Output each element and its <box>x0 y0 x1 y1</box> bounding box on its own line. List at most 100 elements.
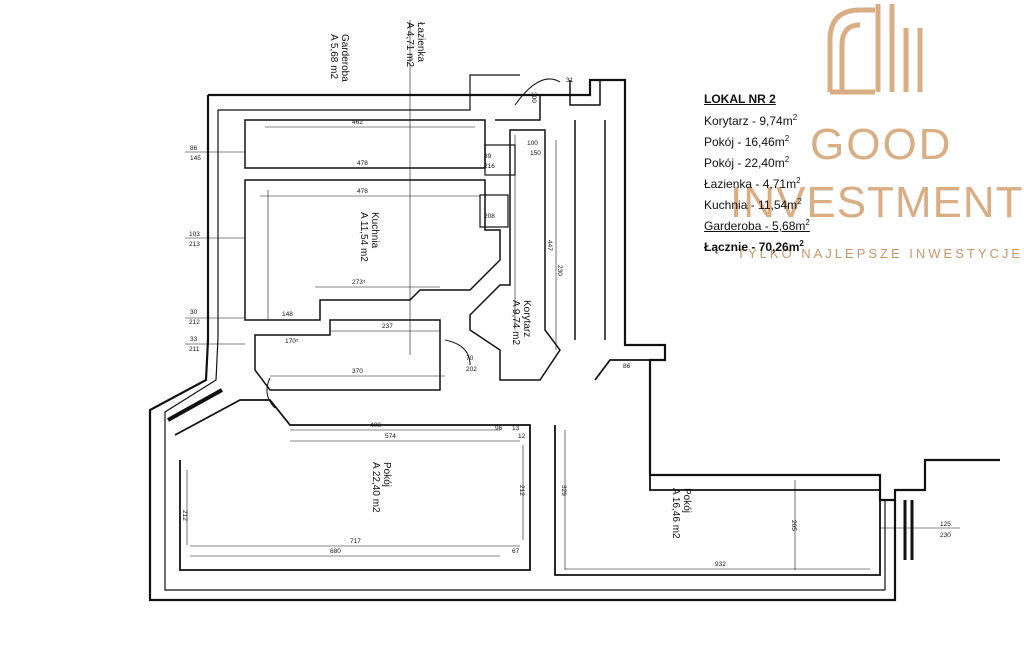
brand-word-investment: INVESTMENT <box>730 178 1024 227</box>
dim-329: 329 <box>560 485 567 496</box>
dim-31: 31 <box>566 77 574 84</box>
dim-212-right: 212 <box>518 485 525 496</box>
dim-33: 33 <box>190 336 198 343</box>
window-right <box>903 500 914 560</box>
dim-145: 145 <box>190 155 201 162</box>
dim-125: 125 <box>940 521 951 528</box>
dim-574: 574 <box>385 433 396 440</box>
room-name-garderoba: Garderoba <box>339 34 350 82</box>
lazienka-cell2 <box>479 194 509 228</box>
dim-12: 12 <box>518 433 526 440</box>
legend-total-label: Łącznie <box>704 240 749 254</box>
legend-row-sup: 2 <box>799 239 804 248</box>
dim-148: 148 <box>282 311 293 318</box>
room-label-pokoj-small: Pokój A 16,46 m2 <box>670 488 692 539</box>
dim-89: 89 <box>484 153 492 160</box>
brand-tagline: TYLKO NAJLEPSZE INWESTYCJE <box>737 246 1024 261</box>
room-area-kuchnia: A 11,54 m2 <box>358 212 369 262</box>
dim-70: 70 <box>466 355 474 362</box>
legend-row: Kuchnia - 11,54m2 <box>704 197 802 212</box>
room-name-kuchnia: Kuchnia <box>369 212 380 249</box>
outer-wall <box>148 95 1000 602</box>
area-legend: LOKAL NR 2 Korytarz - 9,74m2 Pokój - 16,… <box>704 92 1004 256</box>
dim-478a: 478 <box>357 160 368 167</box>
top-wall-inner <box>218 74 520 111</box>
room-label-kuchnia: Kuchnia A 11,54 m2 <box>358 212 380 262</box>
room-area-korytarz: A 9,74 m2 <box>510 300 521 346</box>
dim-300: 300 <box>530 92 537 103</box>
korytarz-room <box>469 129 561 381</box>
room-area-garderoba: A 5,68 m2 <box>328 34 339 80</box>
dim-932: 932 <box>715 561 726 568</box>
legend-row-value: 4,71m <box>762 177 797 191</box>
dim-13: 13 <box>512 425 520 432</box>
legend-row: Garderoba - 5,68m2 <box>704 218 810 233</box>
dim-67: 67 <box>512 548 520 555</box>
dim-86: 86 <box>190 145 198 152</box>
dim-103: 103 <box>189 231 200 238</box>
legend-row-sup: 2 <box>805 218 810 227</box>
dim-230b: 230 <box>940 532 951 539</box>
room-name-korytarz: Korytarz <box>521 300 532 338</box>
door-arc-mid <box>444 339 471 366</box>
dim-96: 96 <box>495 425 503 432</box>
dim-370: 370 <box>352 368 363 375</box>
legend-row-value: 22,40m <box>744 156 785 170</box>
legend-row: Korytarz - 9,74m2 <box>704 113 798 128</box>
dim-208: 208 <box>484 213 495 220</box>
middle-room <box>254 319 441 391</box>
door-arc-top <box>514 78 561 106</box>
room-label-pokoj-large: Pokój A 22,40 m2 <box>370 462 392 513</box>
door-arc-pokoj <box>266 377 276 409</box>
dim-202: 202 <box>466 366 477 373</box>
dim-717: 717 <box>350 538 361 545</box>
outer-wall-inner <box>164 110 886 591</box>
room-label-korytarz: Korytarz A 9,74 m2 <box>510 300 532 345</box>
room-label-lazienka: Łazienka A 4,71 m2 <box>404 22 426 67</box>
dim-237: 237 <box>382 323 393 330</box>
room-label-garderoba: Garderoba A 5,68 m2 <box>328 34 350 82</box>
dim-150: 150 <box>530 150 541 157</box>
dim-273: 273⁵ <box>352 279 366 286</box>
legend-row-value: 5,68m <box>772 219 806 233</box>
legend-row-label: Kuchnia <box>704 198 748 212</box>
dim-408: 408 <box>370 422 381 429</box>
dim-462: 462 <box>352 119 363 126</box>
legend-row-sup: 2 <box>797 197 802 206</box>
legend-row-label: Garderoba <box>704 219 762 233</box>
room-area-lazienka: A 4,71 m2 <box>404 22 415 68</box>
dim-212-left: 212 <box>181 510 188 521</box>
dim-680: 680 <box>330 548 341 555</box>
room-name-pokoj-small: Pokój <box>681 488 692 514</box>
dim-205: 205 <box>790 520 797 531</box>
pokoj-small-room <box>554 359 881 576</box>
room-area-pokoj-small: A 16,46 m2 <box>670 488 681 539</box>
legend-total-row: Łącznie - 70,26m2 <box>704 239 804 254</box>
legend-row-sup: 2 <box>784 155 790 164</box>
legend-row: Pokój - 22,40m2 <box>704 155 790 170</box>
legend-row: Pokój - 16,46m2 <box>704 134 790 149</box>
dim-230: 230 <box>556 265 563 276</box>
dim-170: 170⁵ <box>285 338 299 345</box>
legend-row-sup: 2 <box>784 134 790 143</box>
legend-row-label: Pokój <box>704 156 735 170</box>
room-area-pokoj-large: A 22,40 m2 <box>370 462 381 513</box>
legend-row-label: Korytarz <box>704 114 749 128</box>
dim-100: 100 <box>527 140 538 147</box>
dim-478b: 478 <box>357 188 368 195</box>
brand-word-good: GOOD <box>810 120 953 169</box>
kuchnia-room <box>244 179 501 321</box>
dim-30: 30 <box>190 309 198 316</box>
dim-447: 447 <box>546 240 553 251</box>
legend-title: LOKAL NR 2 <box>704 92 776 106</box>
legend-row-sup: 2 <box>792 113 798 122</box>
legend-row-label: Łazienka <box>704 177 753 191</box>
room-name-lazienka: Łazienka <box>415 22 426 63</box>
legend-row-label: Pokój <box>704 135 735 149</box>
pokoj-large-room <box>174 399 531 571</box>
legend-row-sup: 2 <box>796 176 801 185</box>
room-name-pokoj-large: Pokój <box>381 462 392 488</box>
window-left <box>167 388 223 422</box>
legend-row-value: 9,74m <box>759 114 793 128</box>
